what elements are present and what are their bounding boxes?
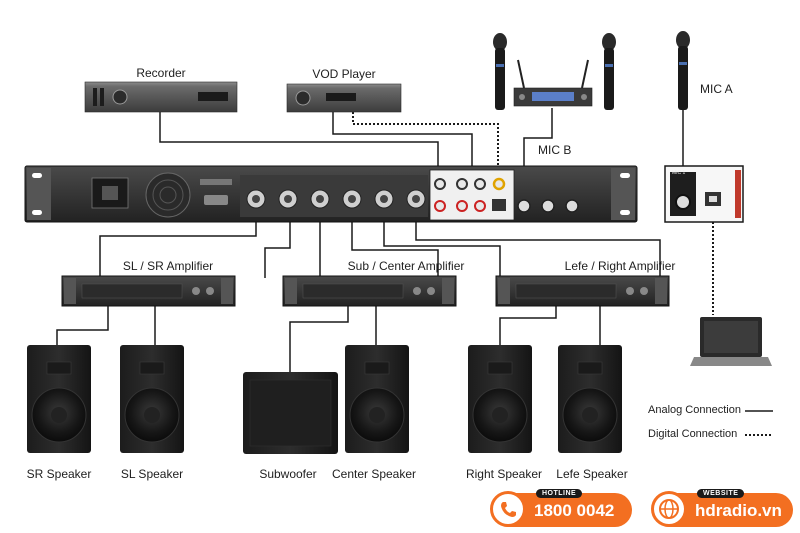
rca-inputs	[434, 177, 506, 212]
website-badge[interactable]: WEBSITE hdradio.vn	[651, 489, 793, 527]
speaker-sr-label: SR Speaker	[26, 467, 92, 481]
right-speaker-label: Right Speaker	[465, 467, 543, 481]
mic-a-label: MIC A	[700, 82, 733, 96]
mic-a-port-label: MIC 1	[672, 170, 686, 176]
website-tag: WEBSITE	[697, 489, 745, 498]
speaker-left	[558, 345, 622, 453]
globe-icon	[651, 491, 687, 527]
speaker-center	[345, 345, 409, 453]
amplifier-sub-center	[282, 275, 457, 307]
amp-left-right-label: Lefe / Right Amplifier	[564, 259, 676, 273]
amp-sl-sr-label: SL / SR Amplifier	[122, 259, 214, 273]
speaker-sr	[27, 345, 91, 453]
speaker-sl-label: SL Speaker	[120, 467, 184, 481]
vod-player-label: VOD Player	[312, 67, 376, 81]
amplifier-sl-sr	[61, 275, 236, 307]
mic-input-jacks	[517, 199, 579, 213]
digital-wires	[352, 112, 714, 315]
handheld-mic-right-icon	[602, 33, 616, 110]
mixer-rack-unit	[24, 165, 638, 223]
vod-player-device	[286, 83, 402, 113]
mic-a-input-box	[664, 165, 744, 223]
website-url: hdradio.vn	[695, 501, 782, 520]
analog-wires	[56, 108, 684, 372]
wireless-mic-system	[493, 33, 616, 110]
left-speaker-label: Lefe Speaker	[556, 467, 628, 481]
mic-a-icon	[676, 31, 690, 110]
amplifier-left-right	[495, 275, 670, 307]
amp-sub-center-label: Sub / Center Amplifier	[347, 259, 465, 273]
mic-b-label: MIC B	[538, 143, 572, 157]
recorder-device	[84, 81, 238, 113]
speaker-right	[468, 345, 532, 453]
hotline-number: 1800 0042	[534, 501, 615, 520]
speaker-sl	[120, 345, 184, 453]
phone-icon	[490, 491, 526, 527]
laptop-icon	[690, 317, 772, 366]
mic-receiver	[513, 59, 593, 107]
legend-digital-label: Digital Connection	[648, 428, 738, 440]
hotline-badge[interactable]: HOTLINE 1800 0042	[490, 489, 632, 527]
subwoofer-label: Subwoofer	[259, 467, 317, 481]
center-speaker-label: Center Speaker	[331, 467, 417, 481]
speaker-subwoofer	[243, 372, 338, 454]
legend-analog-label: Analog Connection	[648, 404, 741, 416]
handheld-mic-left-icon	[493, 33, 507, 110]
hotline-tag: HOTLINE	[536, 489, 583, 498]
recorder-label: Recorder	[136, 66, 186, 80]
